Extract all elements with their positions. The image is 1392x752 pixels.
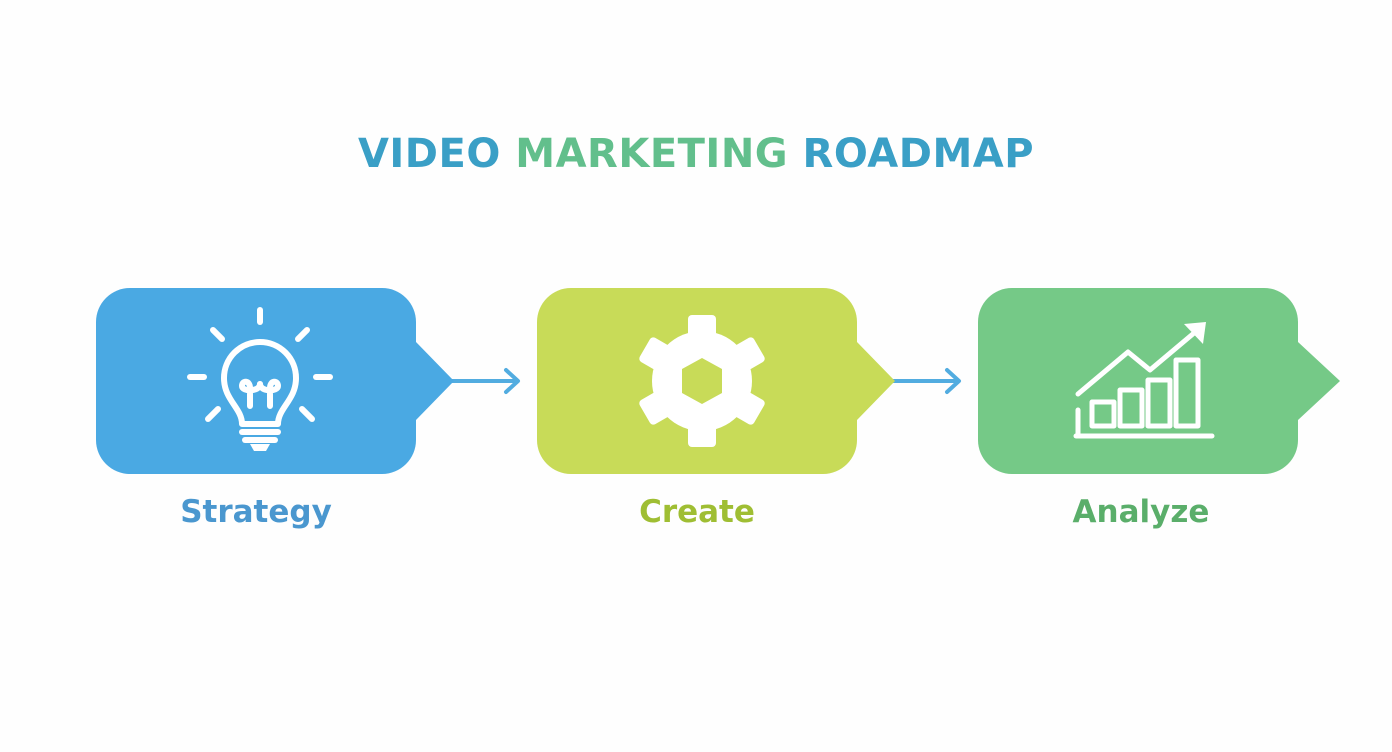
step-create-box [537,288,857,474]
bar-chart-growth-icon [1073,322,1215,439]
title-part-marketing: MARKETING [515,131,789,177]
gear-icon [639,315,765,447]
step-strategy-label: Strategy [180,494,332,530]
connector-1-2 [450,368,520,394]
step-strategy-pointer [416,342,454,420]
connector-2-3 [891,368,961,394]
step-analyze-pointer [1298,342,1340,420]
step-analyze-label: Analyze [1072,494,1210,530]
step-create-label: Create [639,494,755,530]
title-part-video: VIDEO [357,131,516,177]
title-part-roadmap: ROADMAP [788,131,1035,177]
step-create-pointer [857,342,895,420]
diagram-title: VIDEO MARKETING ROADMAP [0,128,1392,180]
lightbulb-icon [187,307,333,451]
step-analyze-box [978,288,1298,474]
step-strategy-box [96,288,416,474]
